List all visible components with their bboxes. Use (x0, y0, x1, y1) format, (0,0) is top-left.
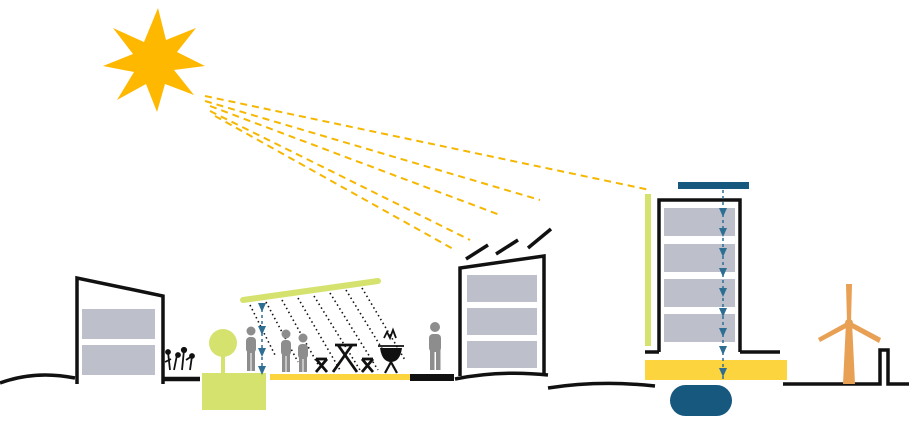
rain-drops (258, 303, 266, 375)
bbq-icon (378, 327, 404, 374)
tower (645, 182, 787, 382)
person-icon (298, 333, 308, 372)
tree-icon (209, 329, 237, 373)
tower-base-strip (645, 360, 787, 380)
walkway (410, 374, 454, 381)
table-icon (314, 343, 375, 373)
canopy-icon (240, 278, 381, 375)
person-icon (281, 329, 291, 372)
person-icon (429, 322, 441, 370)
green-planter (202, 373, 266, 410)
middle-building (458, 227, 553, 376)
person-icon (246, 326, 256, 371)
shade-lines (249, 287, 406, 371)
roof-collector (678, 182, 749, 189)
green-wall (645, 194, 651, 346)
rain-drops (719, 208, 727, 377)
right-ground (783, 348, 909, 386)
ground (0, 371, 656, 390)
solar-panel-icon (465, 227, 553, 261)
sun-icon (103, 8, 205, 112)
courtyard-strip (270, 374, 410, 380)
sun-rays (204, 95, 651, 251)
wind-turbine-icon (818, 284, 881, 384)
tank-icon (670, 385, 732, 416)
left-building (75, 275, 200, 384)
plant-icon (164, 346, 195, 371)
